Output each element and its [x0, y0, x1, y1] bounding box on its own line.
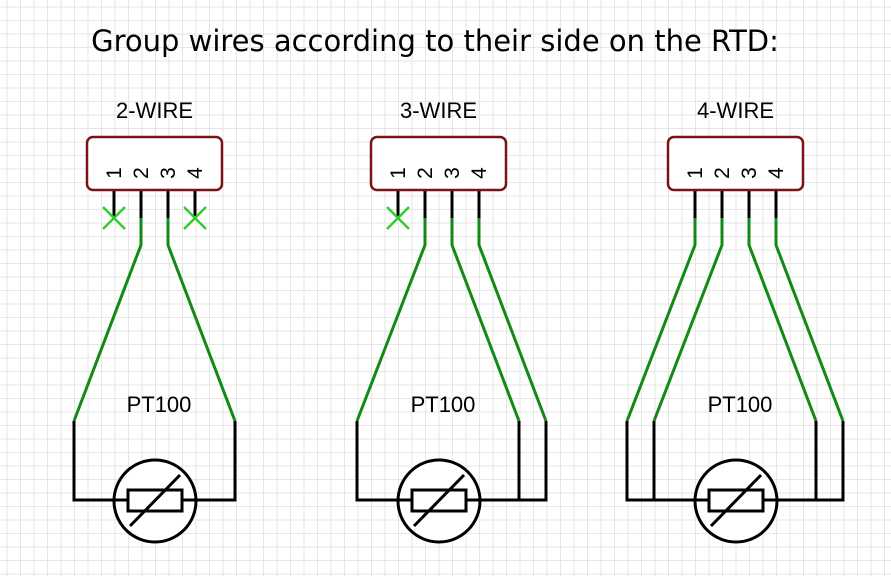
- pin-number: 4: [468, 167, 491, 179]
- unused-pin-x-icon: [183, 206, 207, 230]
- sensor-label: PT100: [411, 392, 476, 417]
- connector-block: [369, 135, 508, 192]
- pin-number: 3: [441, 167, 464, 179]
- unused-pin-x-icon: [102, 206, 126, 230]
- wire-right-pin-3: [747, 218, 818, 422]
- pin-number: 1: [684, 167, 707, 179]
- wire-left-pin-2: [72, 218, 143, 422]
- wire-left-pin-1: [625, 218, 697, 422]
- pin-number: 3: [157, 167, 180, 179]
- wire-left-pin-2: [355, 218, 427, 422]
- wire-right-pin-4: [774, 218, 845, 422]
- sensor-label: PT100: [708, 392, 773, 417]
- pin-number: 4: [184, 167, 207, 179]
- wire-left-pin-2: [652, 218, 724, 422]
- pin-number: 2: [130, 167, 153, 179]
- rtd-resistor-icon: [396, 458, 482, 544]
- wire-right-pin-3: [450, 218, 521, 422]
- pin-number: 1: [103, 167, 126, 179]
- diagram-heading: 4-WIRE: [697, 98, 774, 123]
- wire-right-pin-4: [477, 218, 548, 422]
- pin-number: 1: [387, 167, 410, 179]
- pin-number: 2: [414, 167, 437, 179]
- rtd-resistor-icon: [112, 458, 198, 544]
- diagram-heading: 3-WIRE: [400, 98, 477, 123]
- unused-pin-x-icon: [386, 206, 410, 230]
- pin-number: 3: [738, 167, 761, 179]
- connector-block: [85, 135, 224, 192]
- wire-right-pin-3: [166, 218, 237, 422]
- page-title: Group wires according to their side on t…: [91, 24, 779, 58]
- sensor-label: PT100: [127, 392, 192, 417]
- connector-block: [666, 135, 805, 192]
- diagram-heading: 2-WIRE: [116, 98, 193, 123]
- pin-number: 2: [711, 167, 734, 179]
- pin-number: 4: [765, 167, 788, 179]
- rtd-resistor-icon: [693, 458, 779, 544]
